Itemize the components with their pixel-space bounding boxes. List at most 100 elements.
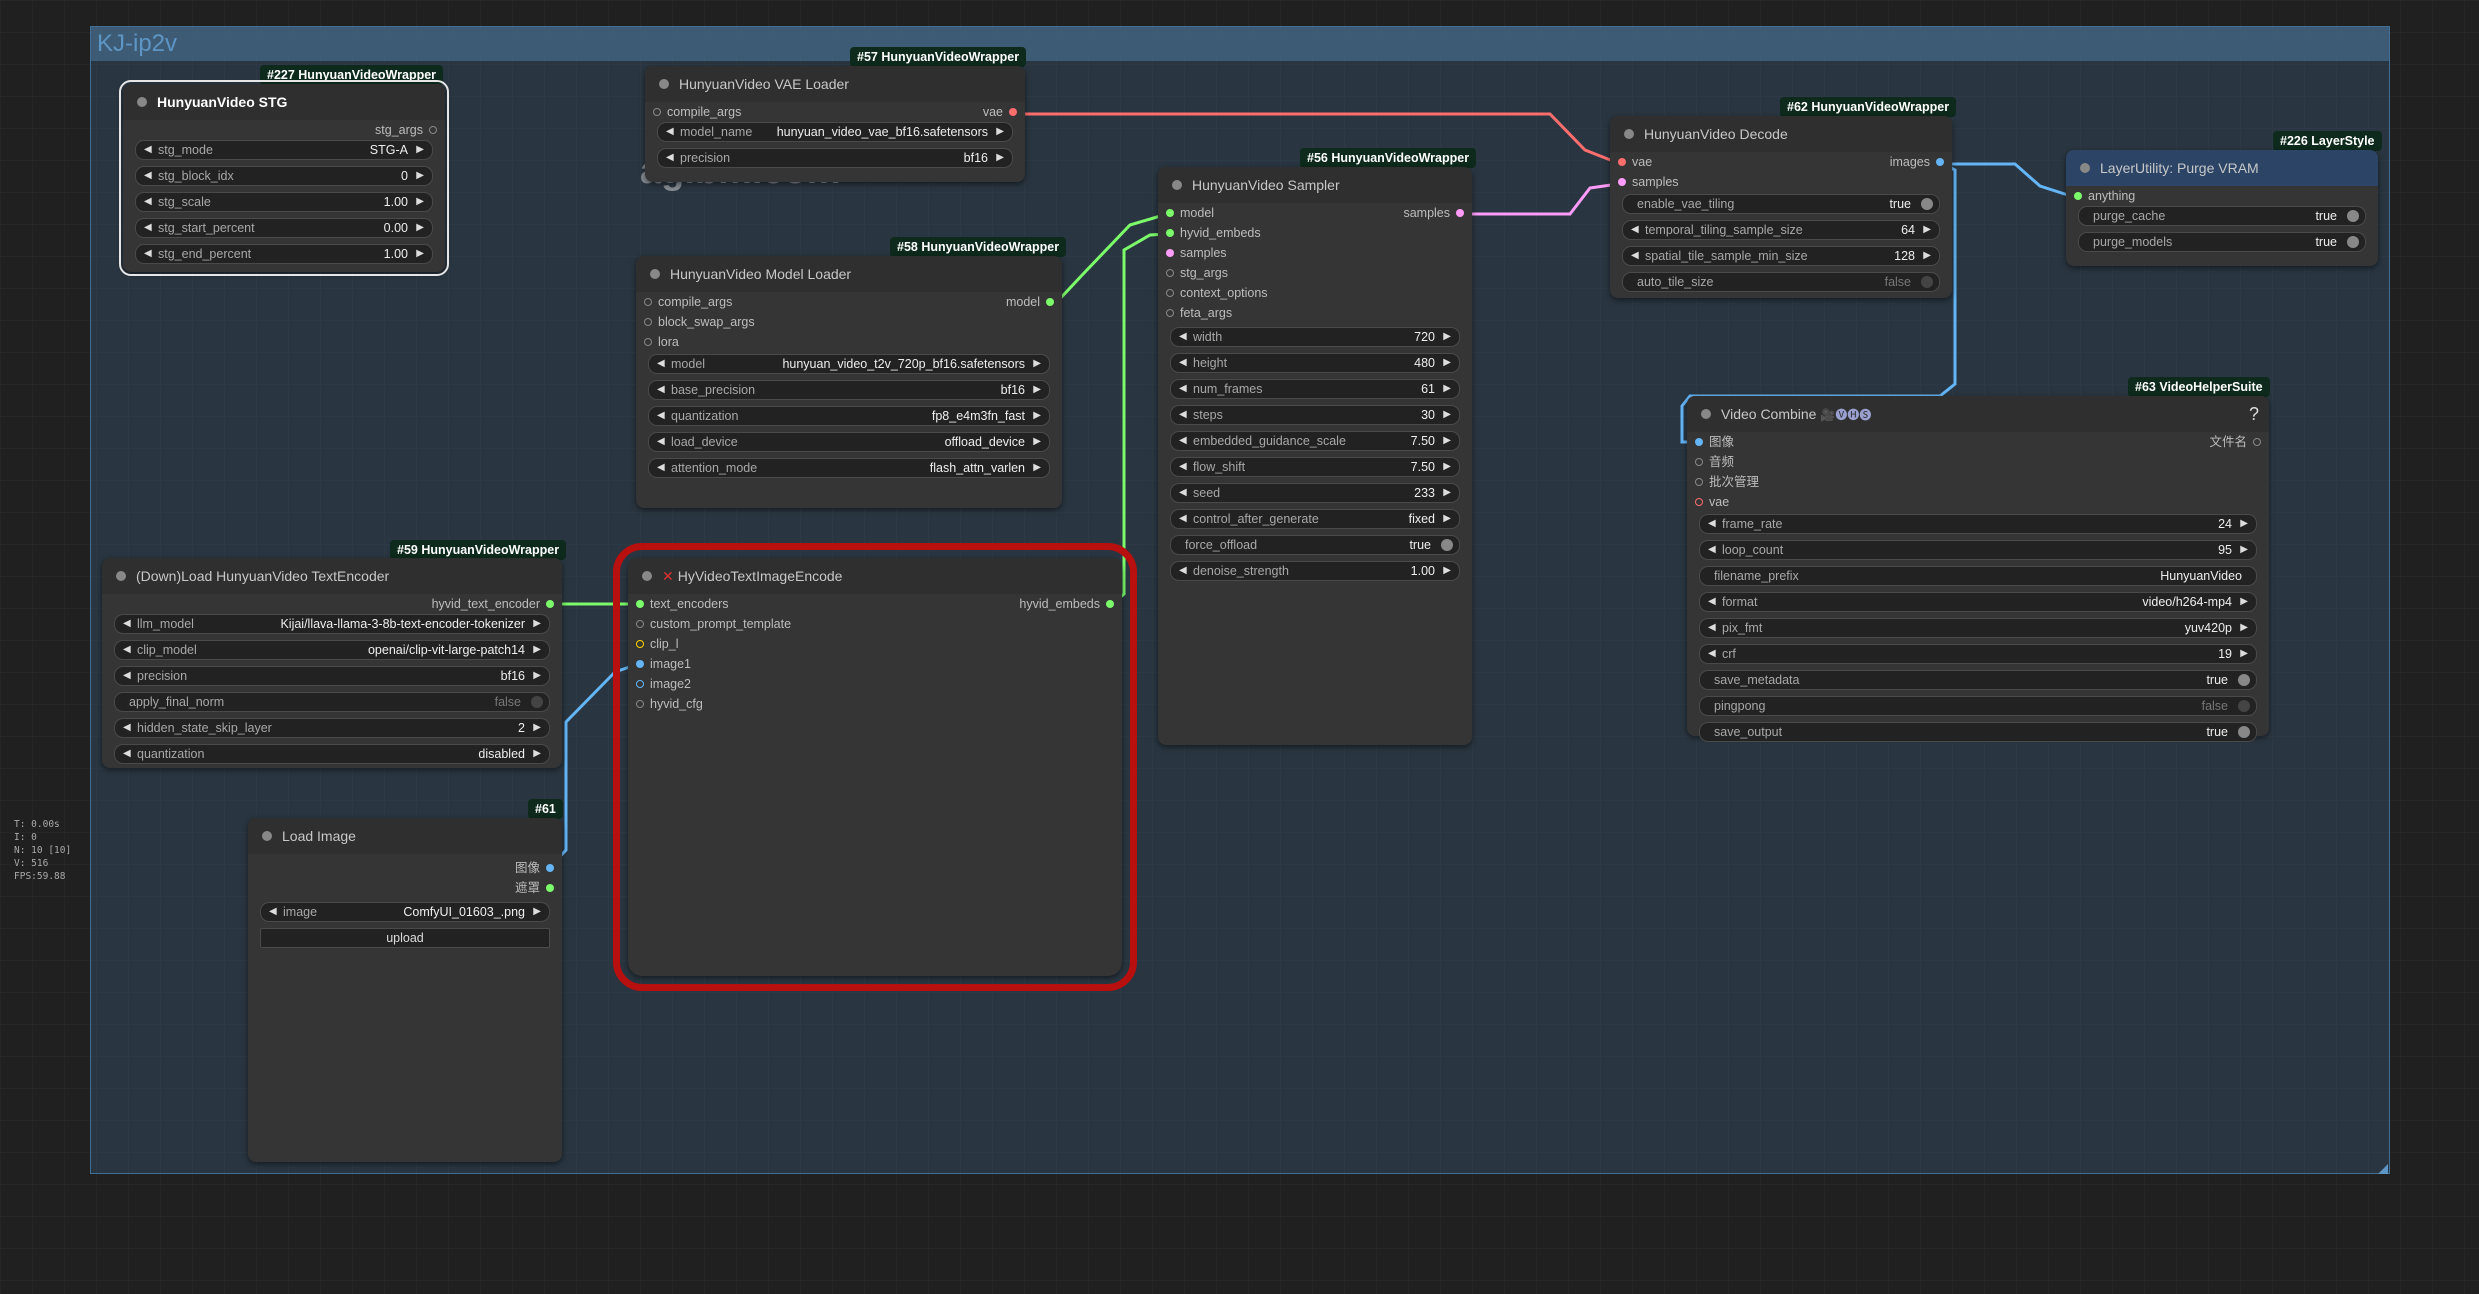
- node-title-purge[interactable]: LayerUtility: Purge VRAM: [2066, 150, 2378, 186]
- output-image[interactable]: 图像: [515, 858, 554, 878]
- input-samples[interactable]: samples: [1166, 243, 1227, 263]
- input-meta-batch[interactable]: 批次管理: [1695, 472, 1759, 492]
- input-model[interactable]: model: [1166, 203, 1214, 223]
- output-hyvid-embeds[interactable]: hyvid_embeds: [1019, 594, 1114, 614]
- node-text-encoder[interactable]: (Down)Load HunyuanVideo TextEncoder hyvi…: [102, 558, 562, 768]
- output-mask[interactable]: 遮罩: [515, 878, 554, 898]
- help-icon[interactable]: ?: [2248, 404, 2259, 424]
- output-hyvid-text-encoder[interactable]: hyvid_text_encoder: [432, 594, 554, 614]
- node-hyvideo-text-image-encode[interactable]: ✕HyVideoTextImageEncode text_encoders hy…: [613, 543, 1137, 991]
- node-title-sampler[interactable]: HunyuanVideo Sampler: [1158, 167, 1472, 203]
- output-model[interactable]: model: [1006, 292, 1054, 312]
- node-title-decode[interactable]: HunyuanVideo Decode: [1610, 116, 1952, 152]
- output-stg-args[interactable]: stg_args: [375, 120, 437, 140]
- upload-button[interactable]: upload: [260, 928, 550, 948]
- collapse-dot[interactable]: [1172, 180, 1182, 190]
- node-title-vae-loader[interactable]: HunyuanVideo VAE Loader: [645, 66, 1025, 102]
- input-feta-args[interactable]: feta_args: [1166, 303, 1232, 323]
- input-audio[interactable]: 音频: [1695, 452, 1734, 472]
- input-text-encoders[interactable]: text_encoders: [636, 594, 729, 614]
- output-samples[interactable]: samples: [1403, 203, 1464, 223]
- collapse-dot[interactable]: [642, 571, 652, 581]
- input-clip-l[interactable]: clip_l: [636, 634, 679, 654]
- output-images[interactable]: images: [1890, 152, 1944, 172]
- collapse-dot[interactable]: [137, 97, 147, 107]
- node-title-video-combine[interactable]: Video Combine 🎥🅥🅗🅢: [1687, 396, 2269, 432]
- input-hyvid-cfg[interactable]: hyvid_cfg: [636, 694, 703, 714]
- node-model-loader[interactable]: HunyuanVideo Model Loader compile_args m…: [636, 256, 1062, 508]
- collapse-dot[interactable]: [262, 831, 272, 841]
- node-title-model-loader[interactable]: HunyuanVideo Model Loader: [636, 256, 1062, 292]
- collapse-dot[interactable]: [659, 79, 669, 89]
- collapse-dot[interactable]: [2080, 163, 2090, 173]
- node-title-stg[interactable]: HunyuanVideo STG: [123, 84, 445, 120]
- collapse-dot[interactable]: [650, 269, 660, 279]
- group-title[interactable]: KJ-ip2v: [91, 27, 2389, 61]
- node-sampler[interactable]: HunyuanVideo Sampler model samples hyvid…: [1158, 167, 1472, 745]
- collapse-dot[interactable]: [1624, 129, 1634, 139]
- input-compile-args[interactable]: compile_args: [653, 102, 741, 122]
- input-context-options[interactable]: context_options: [1166, 283, 1268, 303]
- output-filenames[interactable]: 文件名: [2209, 432, 2261, 452]
- input-hyvid-embeds[interactable]: hyvid_embeds: [1166, 223, 1261, 243]
- input-block-swap-args[interactable]: block_swap_args: [644, 312, 755, 332]
- input-lora[interactable]: lora: [644, 332, 679, 352]
- collapse-dot[interactable]: [116, 571, 126, 581]
- input-stg-args[interactable]: stg_args: [1166, 263, 1228, 283]
- node-title-load-image[interactable]: Load Image: [248, 818, 562, 854]
- node-title-text-encoder[interactable]: (Down)Load HunyuanVideo TextEncoder: [102, 558, 562, 594]
- input-vae[interactable]: vae: [1695, 492, 1729, 512]
- node-purge-vram[interactable]: LayerUtility: Purge VRAM anything purge_…: [2066, 150, 2378, 266]
- input-anything[interactable]: anything: [2074, 186, 2135, 206]
- input-image1[interactable]: image1: [636, 654, 691, 674]
- collapse-dot[interactable]: [1701, 409, 1711, 419]
- group-resize-handle[interactable]: [2378, 1164, 2388, 1174]
- input-samples[interactable]: samples: [1618, 172, 1679, 192]
- input-custom-prompt-template[interactable]: custom_prompt_template: [636, 614, 791, 634]
- node-title-image-encode[interactable]: ✕HyVideoTextImageEncode: [628, 558, 1122, 594]
- node-decode[interactable]: HunyuanVideo Decode vae images samples e…: [1610, 116, 1952, 298]
- input-compile-args[interactable]: compile_args: [644, 292, 732, 312]
